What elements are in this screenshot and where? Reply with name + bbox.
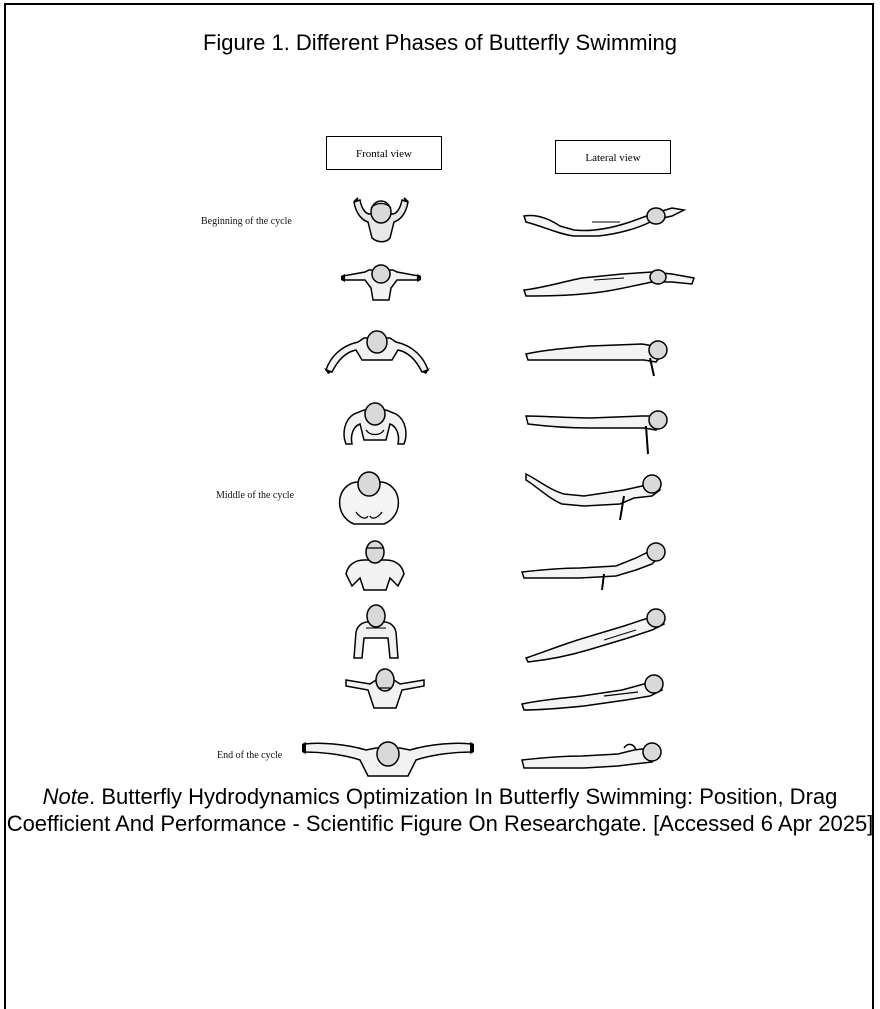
lateral-figure-5 (524, 470, 668, 522)
frontal-figure-1 (346, 196, 416, 244)
lateral-figure-2 (522, 266, 698, 300)
lateral-figure-1 (522, 200, 686, 238)
figure-title: Figure 1. Different Phases of Butterfly … (0, 30, 880, 56)
frontal-figure-9 (300, 736, 476, 786)
lateral-figure-4 (524, 402, 672, 454)
note-prefix: Note (43, 784, 89, 809)
lateral-figure-6 (520, 540, 670, 590)
lateral-figure-8 (520, 670, 666, 712)
note-text: . Butterfly Hydrodynamics Optimization I… (7, 784, 874, 836)
lateral-figure-9 (520, 736, 666, 776)
frontal-figure-8 (342, 666, 428, 716)
frontal-view-header: Frontal view (326, 136, 442, 170)
lateral-figure-3 (524, 332, 674, 376)
frontal-figure-2 (339, 262, 423, 306)
lateral-view-header: Lateral view (555, 140, 671, 174)
lateral-figure-7 (524, 604, 668, 664)
figure-note: Note. Butterfly Hydrodynamics Optimizati… (0, 783, 880, 837)
phase-label-beginning: Beginning of the cycle (201, 216, 292, 227)
frontal-figure-5 (328, 466, 410, 530)
frontal-figure-3 (320, 326, 434, 378)
phase-label-end: End of the cycle (217, 750, 282, 761)
frontal-figure-6 (340, 538, 410, 598)
phase-label-middle: Middle of the cycle (216, 490, 294, 501)
frontal-figure-4 (336, 400, 414, 450)
frontal-figure-7 (346, 602, 406, 664)
